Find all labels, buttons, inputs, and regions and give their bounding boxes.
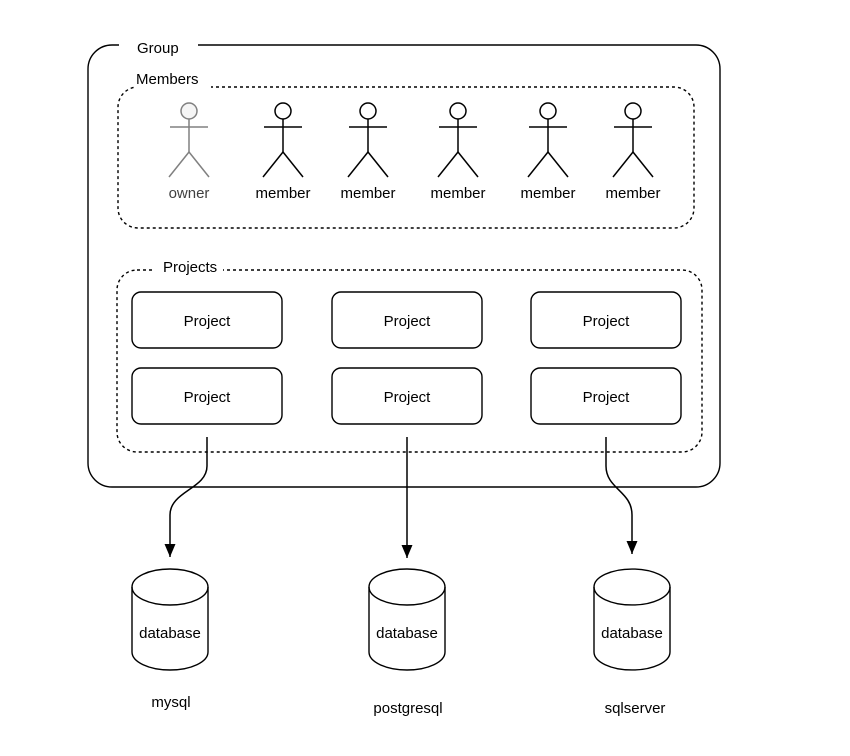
actor-leg-right <box>547 151 569 178</box>
actor-head <box>539 102 557 120</box>
owner-figure-icon <box>168 102 210 178</box>
group-box <box>87 44 721 488</box>
project-box-2 <box>331 291 483 349</box>
project-label-1: Project <box>184 313 232 330</box>
database-cylinder-mysql: database mysql <box>131 568 209 711</box>
cylinder-lid-edge <box>368 586 446 606</box>
project-label-2: Project <box>384 313 432 330</box>
group-label-bg <box>119 39 198 52</box>
actor-leg-left <box>262 151 284 178</box>
cylinder-lid-edge <box>131 586 209 606</box>
database-engine-label-postgresql: postgresql <box>373 700 442 717</box>
project-box-4 <box>131 367 283 425</box>
actor-leg-right <box>282 151 304 178</box>
actor-leg-left <box>527 151 549 178</box>
member-figure-icon-4 <box>527 102 569 178</box>
actor-head <box>180 102 198 120</box>
actor-leg-right <box>632 151 654 178</box>
actor-leg-right <box>188 151 210 178</box>
member-label-2: member <box>340 185 395 202</box>
project-label-6: Project <box>583 389 631 406</box>
member-figure-icon-2 <box>347 102 389 178</box>
database-engine-label-mysql: mysql <box>151 694 190 711</box>
actor-leg-left <box>612 151 634 178</box>
projects-box <box>116 269 703 453</box>
arrow-project-to-sqlserver <box>605 437 638 554</box>
project-box-1 <box>131 291 283 349</box>
arrow-project-to-mysql <box>164 437 208 557</box>
actor-leg-right <box>457 151 479 178</box>
member-figure-icon-5 <box>612 102 654 178</box>
project-box-6 <box>530 367 682 425</box>
member-figure-icon-3 <box>437 102 479 178</box>
actor-leg-left <box>437 151 459 178</box>
member-label-1: member <box>255 185 310 202</box>
member-label-3: member <box>430 185 485 202</box>
cylinder-body <box>131 568 209 671</box>
members-label-bg <box>134 78 211 90</box>
database-cylinder-sqlserver: database sqlserver <box>593 568 671 717</box>
members-label: Members <box>136 71 199 88</box>
projects-label-bg <box>155 263 223 276</box>
member-figure-icon-1 <box>262 102 304 178</box>
actor-leg-left <box>347 151 369 178</box>
owner-label: owner <box>169 185 210 202</box>
members-container: Members owner member member <box>117 71 695 229</box>
project-box-5 <box>331 367 483 425</box>
cylinder-body <box>593 568 671 671</box>
group-container: Group <box>87 39 721 488</box>
projects-container: Projects Project Project Project Project… <box>116 259 703 453</box>
actor-head <box>359 102 377 120</box>
database-label: database <box>139 625 201 642</box>
cylinder-lid-edge <box>593 586 671 606</box>
actor-leg-left <box>168 151 190 178</box>
projects-label: Projects <box>163 259 217 276</box>
actor-head <box>624 102 642 120</box>
database-engine-label-sqlserver: sqlserver <box>605 700 666 717</box>
project-label-4: Project <box>184 389 232 406</box>
members-box <box>117 86 695 229</box>
actor-leg-right <box>367 151 389 178</box>
database-label: database <box>601 625 663 642</box>
actor-head <box>274 102 292 120</box>
cylinder-body <box>368 568 446 671</box>
database-cylinder-postgresql: database postgresql <box>368 568 446 717</box>
project-label-3: Project <box>583 313 631 330</box>
project-label-5: Project <box>384 389 432 406</box>
member-label-5: member <box>605 185 660 202</box>
actor-head <box>449 102 467 120</box>
project-box-3 <box>530 291 682 349</box>
member-label-4: member <box>520 185 575 202</box>
database-label: database <box>376 625 438 642</box>
group-label: Group <box>137 40 179 57</box>
